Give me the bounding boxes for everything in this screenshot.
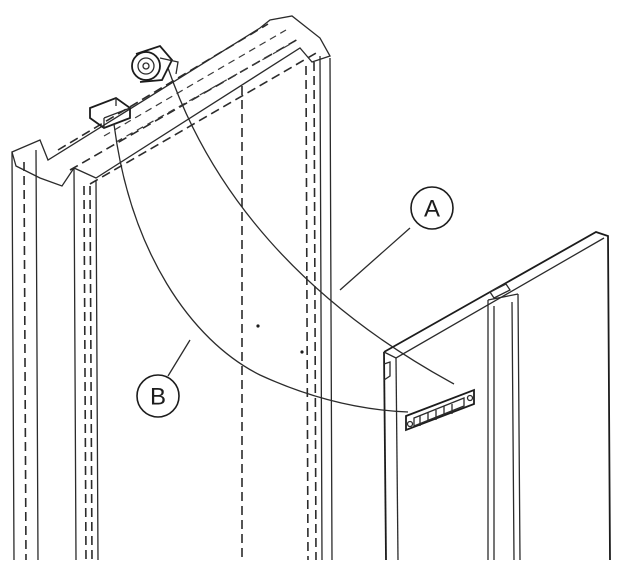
callout-a-label: A [424, 196, 440, 223]
leader-line-a [339, 227, 411, 291]
cable-a [167, 67, 455, 385]
door-panel [383, 231, 611, 561]
callout-b-label: B [150, 384, 166, 411]
hinge-assembly [131, 44, 179, 83]
clip-block [89, 96, 131, 130]
callout-b: B [136, 374, 180, 418]
callout-a: A [410, 186, 454, 230]
leader-line-b [167, 339, 191, 377]
cable-b [113, 123, 409, 413]
cabinet-body [11, 15, 333, 561]
